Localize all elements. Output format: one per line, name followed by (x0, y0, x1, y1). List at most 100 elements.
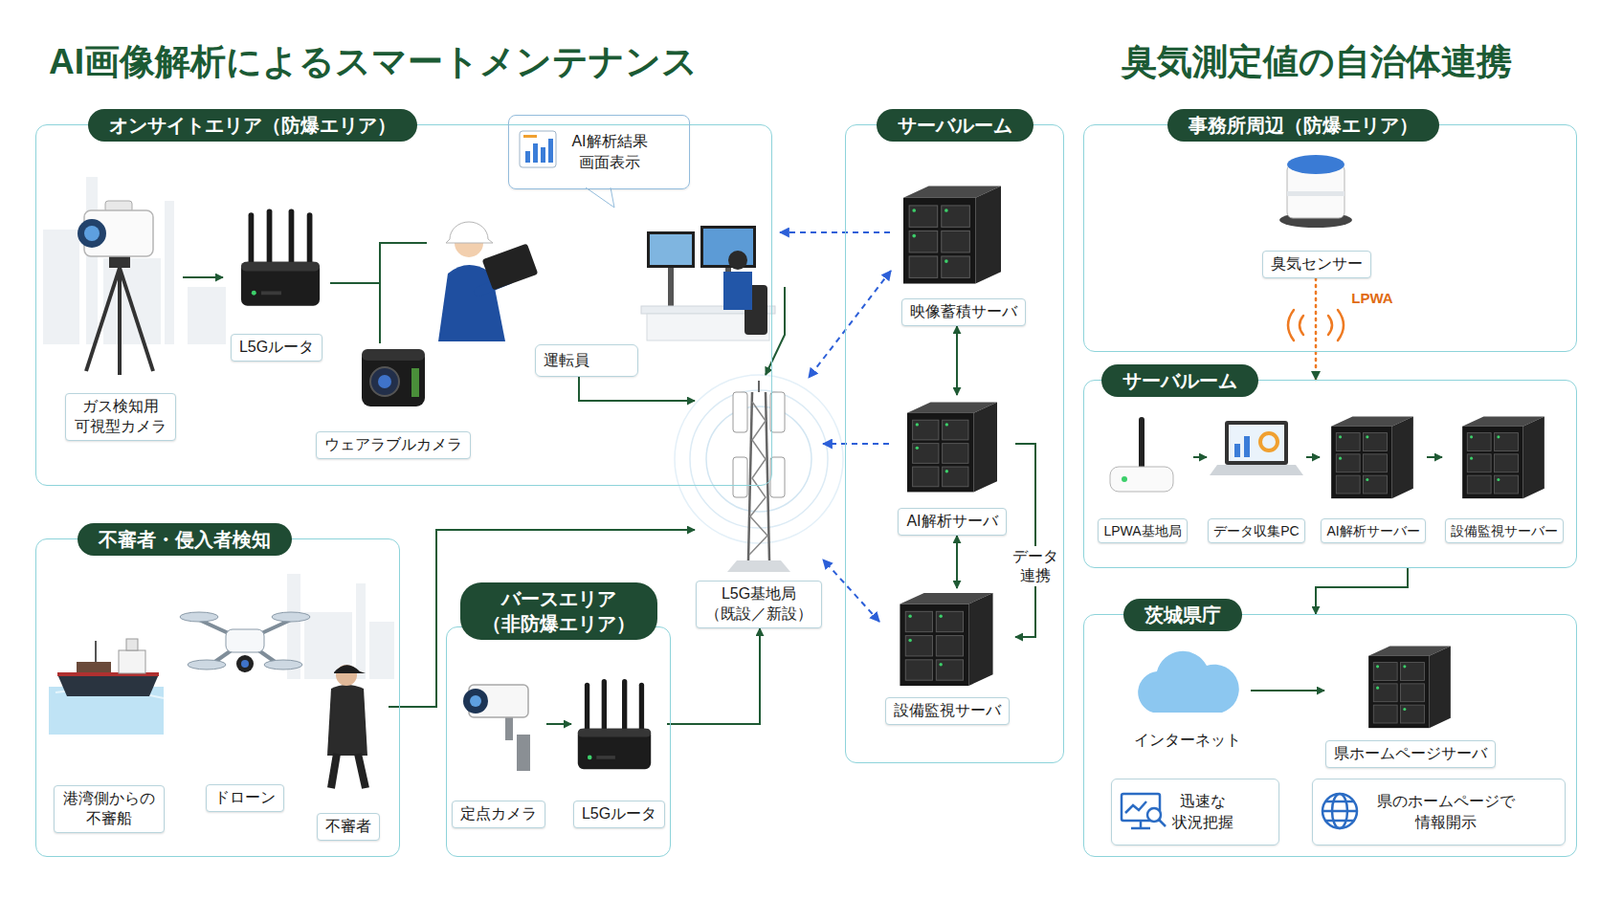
laptop-illustration (1209, 421, 1304, 476)
antenna-tower-illustration (706, 406, 812, 512)
device-label: ウェアラブルカメラ (315, 431, 471, 460)
device-node: LPWA基地局 (1091, 412, 1194, 544)
intruder-illustration (327, 685, 368, 756)
ship-illustration (118, 650, 146, 674)
fixed-camera-illustration (469, 695, 482, 708)
device-label: 県ホームページサーバ (1325, 740, 1496, 769)
chart-icon (533, 143, 538, 163)
factory-silhouette (164, 200, 175, 345)
device-label: 不審者 (316, 813, 380, 842)
connector (822, 559, 880, 623)
section-title-holder: 臭気測定値の自治体連携 (1121, 38, 1512, 87)
drone-illustration (225, 629, 265, 653)
connector (1306, 456, 1320, 459)
device-label: 定点カメラ (451, 800, 546, 829)
lpwa-station-illustration (1138, 417, 1145, 471)
device-node: 不審者 (307, 656, 389, 842)
control-desk-illustration (723, 271, 753, 311)
fixed-camera-illustration (463, 685, 531, 772)
server-node: AI解析サーバ (888, 395, 1016, 536)
factory-silhouette (43, 229, 80, 345)
server-illustration (1368, 645, 1451, 729)
wearable-camera-illustration (361, 349, 425, 407)
server-node: 設備監視サーバ (879, 588, 1016, 726)
intruder-illustration (327, 665, 368, 789)
device-label: AI解析サーバー (1320, 518, 1425, 544)
edge-label-holder: データ 連携 (1009, 546, 1062, 587)
box-text: 県のホームページで 情報開示 (1376, 791, 1516, 833)
box-text: 運転員 (543, 350, 590, 372)
fixed-camera-illustration (516, 734, 531, 772)
role-box: 運転員 (534, 344, 639, 378)
device-label: AI解析サーバ (897, 508, 1006, 536)
device-node: データ収集PC (1206, 412, 1307, 544)
odor-sensor-illustration (1279, 155, 1353, 228)
connector (182, 276, 223, 279)
server-illustration (1331, 416, 1414, 499)
factory-silhouette (86, 177, 98, 345)
monitor-search-icon (1121, 794, 1166, 829)
device-label: L5Gルータ (230, 333, 323, 362)
antenna-tower-illustration (757, 380, 760, 393)
monitor-search-icon (1147, 808, 1161, 823)
server-node: 県ホームページサーバ (1324, 640, 1497, 769)
drone-illustration (241, 660, 249, 668)
device-label: インターネット (1125, 727, 1250, 756)
connector (330, 283, 380, 344)
laptop-illustration (1209, 465, 1304, 476)
laptop-illustration (1234, 444, 1241, 458)
antenna-tower-illustration (748, 392, 753, 561)
fixed-camera-illustration (463, 688, 489, 714)
connector (1250, 689, 1325, 692)
area-region: バースエリア （非防爆エリア）定点カメラL5Gルータ (445, 626, 671, 858)
lpwa-wave-symbol (1288, 310, 1294, 341)
wearable-camera-illustration (361, 349, 425, 407)
drone-illustration (179, 612, 219, 623)
area-heading: バースエリア （非防爆エリア） (460, 582, 658, 641)
connector (808, 270, 891, 378)
feature-box: 迅速な 状況把握 (1111, 778, 1280, 846)
area-region: 事務所周辺（防爆エリア）臭気センサー (1083, 124, 1578, 353)
chart-icon (525, 151, 531, 163)
factory-silhouette (355, 583, 366, 680)
intruder-illustration (357, 754, 366, 789)
ship-illustration (126, 639, 138, 651)
drone-illustration (179, 612, 311, 673)
antenna-tower-illustration (727, 560, 791, 573)
callout-tail (585, 187, 615, 208)
video-feed-line (779, 231, 890, 234)
device-label: 映像蓄積サーバ (901, 298, 1026, 327)
area-region: サーバルームLPWA基地局データ収集PCAI解析サーバー設備監視サーバー (1083, 379, 1578, 569)
callout-bubble: AI解析結果 画面表示 (508, 114, 690, 190)
factory-silhouette (43, 177, 395, 680)
connector (955, 535, 958, 589)
page-title-holder: AI画像解析によるスマートメンテナンス (48, 38, 698, 87)
device-label: 設備監視サーバ (885, 697, 1010, 726)
edge-label-holder: LPWA (1349, 288, 1395, 310)
device-label: 設備監視サーバー (1444, 518, 1564, 544)
intruder-illustration (333, 665, 366, 674)
server-node: 映像蓄積サーバ (890, 180, 1037, 327)
lpwa-station-illustration (1110, 466, 1174, 492)
connector (388, 530, 695, 708)
lpwa-wave-symbol (1299, 315, 1304, 335)
monitor-search-icon (1131, 827, 1151, 831)
device-label: 臭気センサー (1262, 250, 1372, 279)
ship-illustration (48, 639, 164, 735)
antenna-tower-illustration (674, 375, 844, 544)
connector (546, 723, 572, 726)
wearable-camera-illustration (377, 375, 392, 389)
router-illustration (241, 208, 320, 306)
chart-icon (548, 138, 554, 163)
globe-icon (1325, 801, 1355, 822)
control-desk-illustration (728, 250, 748, 270)
server-illustration (899, 186, 1544, 730)
device-node: L5Gルータ (571, 675, 667, 829)
area-region: 茨城県庁インターネット県ホームページサーバ迅速な 状況把握県のホームページで 情… (1083, 614, 1578, 858)
worker-illustration (445, 222, 493, 244)
drone-illustration (187, 660, 226, 670)
area-heading: サーバルーム (876, 109, 1034, 142)
callout-tail (585, 187, 615, 208)
factory-silhouette (369, 622, 395, 680)
